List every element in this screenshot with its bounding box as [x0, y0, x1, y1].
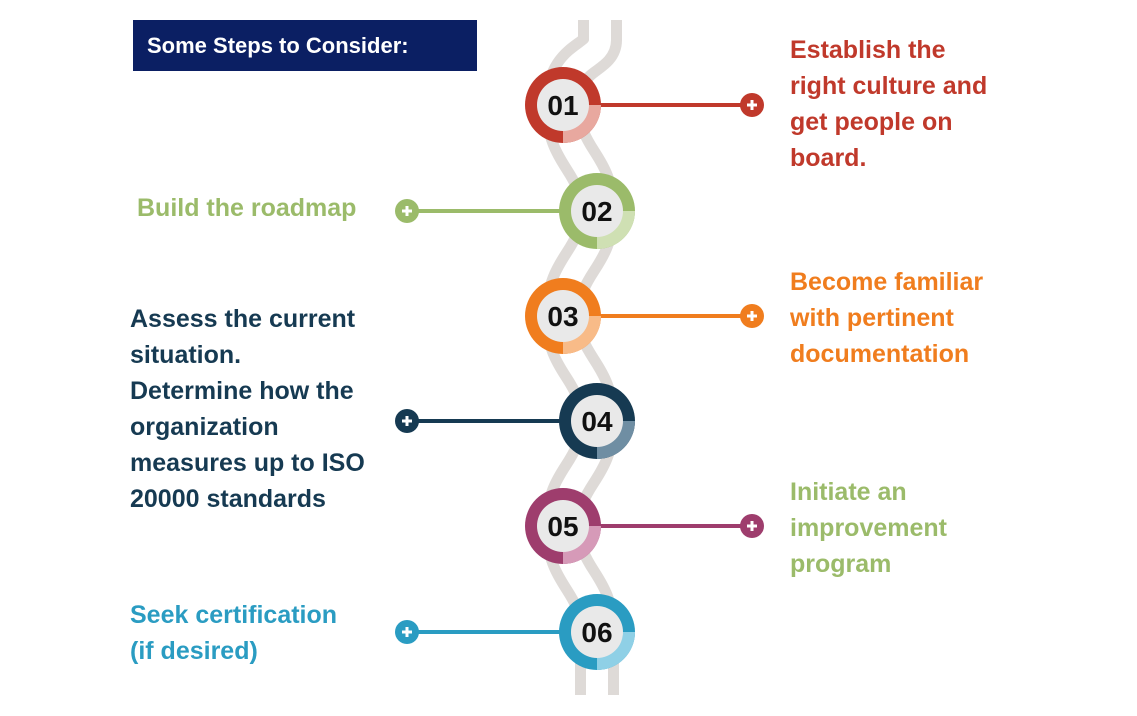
step-number: 05 [547, 511, 578, 542]
step-2: 02 [395, 173, 635, 249]
step-inner-circle [537, 500, 589, 552]
step-number: 03 [547, 301, 578, 332]
page-title: Some Steps to Consider: [133, 20, 477, 71]
step-4-label: Assess the current situation. Determine … [130, 305, 365, 513]
step-inner-circle [571, 185, 623, 237]
step-4: 04 [395, 383, 635, 459]
step-5-label: Initiate an improvement program [790, 478, 947, 578]
step-2-label: Build the roadmap [137, 194, 357, 222]
step-number: 01 [547, 90, 578, 121]
step-5: 05 [525, 488, 764, 564]
step-6-label: Seek certification (if desired) [130, 601, 338, 665]
step-3: 03 [525, 278, 764, 354]
step-number: 02 [581, 196, 612, 227]
step-number: 04 [581, 406, 613, 437]
step-1-label: Establish the right culture and get peop… [790, 36, 988, 172]
step-inner-circle [571, 395, 623, 447]
step-number: 06 [581, 617, 612, 648]
step-inner-circle [537, 290, 589, 342]
step-6: 06 [395, 594, 635, 670]
step-1: 01 [525, 67, 764, 143]
step-3-label: Become familiar with pertinent documenta… [790, 268, 984, 368]
step-inner-circle [537, 79, 589, 131]
step-inner-circle [571, 606, 623, 658]
